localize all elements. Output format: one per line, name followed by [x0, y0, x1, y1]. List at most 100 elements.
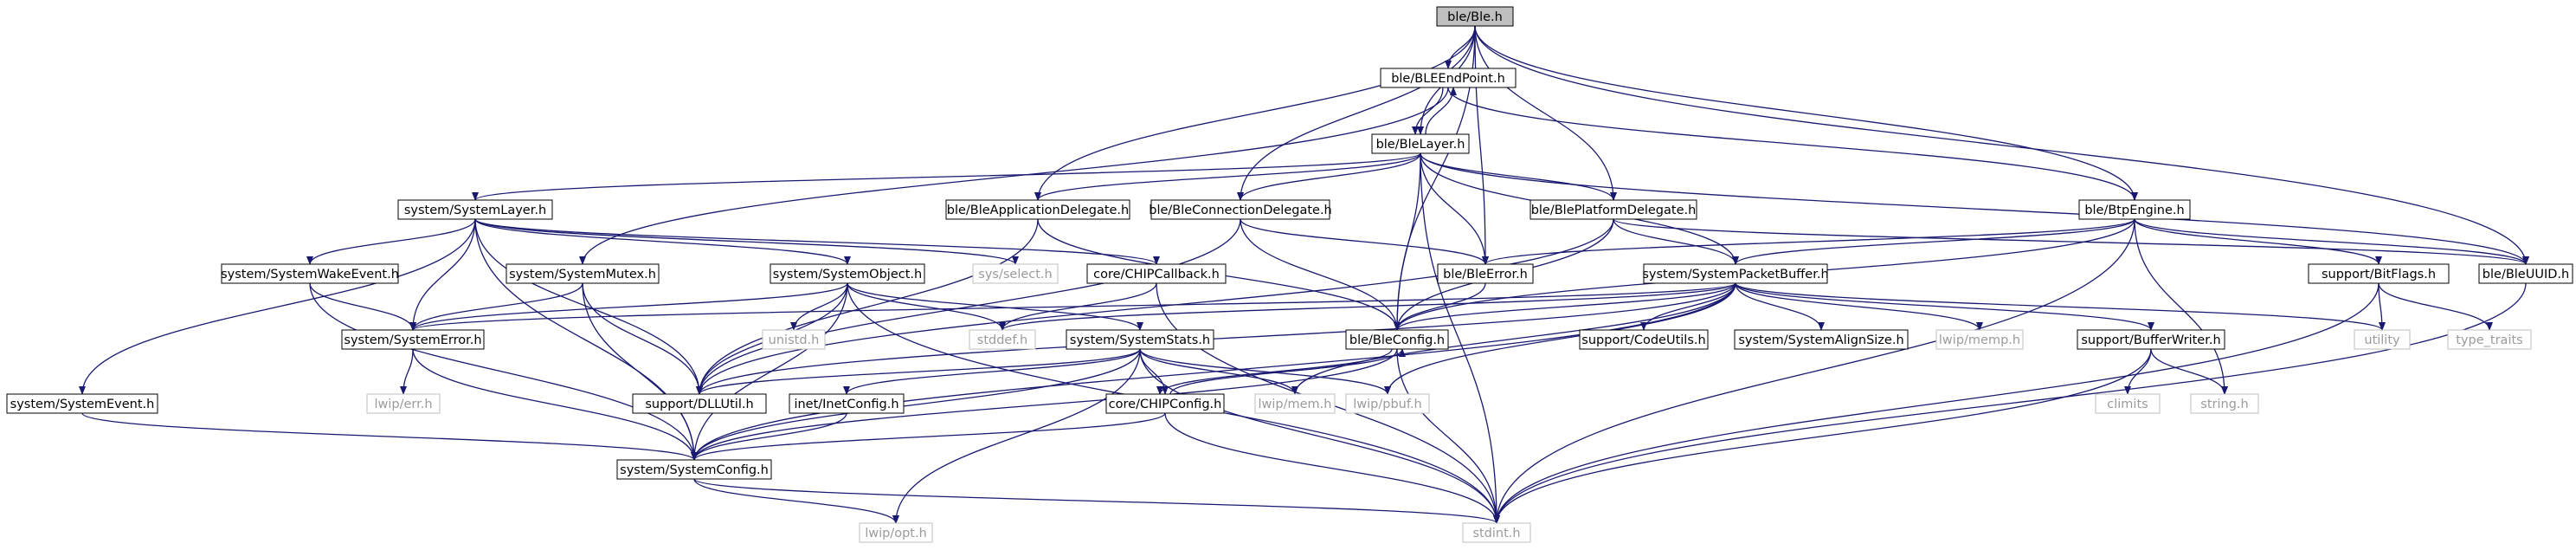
node-label: inet/InetConfig.h — [794, 398, 898, 411]
node-ble-h[interactable]: ble/Ble.h — [1436, 6, 1514, 27]
edge-ble_btp-to-sys_pbuf — [1732, 218, 2135, 265]
node-ble-platdel[interactable]: ble/BlePlatformDelegate.h — [1530, 199, 1697, 220]
node-dlutil[interactable]: support/DLLUtil.h — [632, 393, 767, 414]
edge-sys_pbuf-to-ble_config — [1394, 282, 1736, 331]
node-chipconfig[interactable]: core/CHIPConfig.h — [1105, 393, 1225, 414]
edge-ble_appdel-to-dlutil — [696, 218, 1039, 395]
node-label: climits — [2107, 398, 2148, 411]
edge-ble_layer-to-ble_conndel — [1237, 152, 1421, 201]
node-sys-config[interactable]: system/SystemConfig.h — [616, 459, 772, 480]
edge-sys_config-to-stdint — [693, 478, 1500, 524]
edge-sys_layer-to-dlutil — [474, 218, 703, 395]
edge-sys_object-to-sys_error — [409, 282, 848, 331]
node-box — [945, 199, 1130, 220]
node-sys-error[interactable]: system/SystemError.h — [341, 329, 485, 350]
node-ble-config[interactable]: ble/BleConfig.h — [1345, 329, 1449, 350]
edge-ble_config-to-sys_config — [691, 348, 1398, 461]
node-sys-mutex[interactable]: system/SystemMutex.h — [506, 263, 660, 284]
node-sys-pbuf[interactable]: system/SystemPacketBuffer.h — [1642, 263, 1829, 284]
edge-sys_config-to-lwip_opt — [693, 478, 899, 524]
node-box — [1086, 263, 1227, 284]
node-label: lwip/memp.h — [1939, 333, 2020, 347]
edge-sys_stats-to-lwip_mem — [1139, 348, 1298, 395]
node-label: system/SystemLayer.h — [404, 204, 546, 217]
edge-sys_mutex-to-sys_config — [582, 282, 698, 461]
node-sys-object[interactable]: system/SystemObject.h — [770, 263, 925, 284]
node-box — [2078, 199, 2191, 220]
edge-ble_h-to-ble_uuid — [1474, 25, 2529, 265]
node-label: ble/Ble.h — [1447, 10, 1503, 24]
node-inetconfig[interactable]: inet/InetConfig.h — [789, 393, 905, 414]
edge-sys_stats-to-dlutil — [696, 348, 1141, 395]
edge-ble_h-to-ble_error — [1474, 25, 1489, 265]
edge-sys_pbuf-to-dlutil — [696, 282, 1736, 395]
edge-ble_conndel-to-ble_error — [1240, 218, 1489, 265]
node-label: string.h — [2200, 398, 2248, 411]
edge-sys_object-to-stddef — [847, 282, 1006, 331]
node-sys-wake[interactable]: system/SystemWakeEvent.h — [221, 263, 399, 284]
edge-ble_config-to-chipconfig — [1156, 348, 1393, 395]
edge-ble_endpoint-to-ble_btp — [1447, 87, 2138, 201]
node-lwip-mem: lwip/mem.h — [1254, 393, 1336, 414]
node-bufwriter[interactable]: support/BufferWriter.h — [2077, 329, 2225, 350]
node-box — [6, 393, 158, 414]
node-box — [1462, 522, 1531, 543]
node-box — [2077, 329, 2225, 350]
edge-ble_layer-to-ble_appdel — [1034, 152, 1421, 201]
edge-ble_layer-to-ble_platdel — [1420, 152, 1617, 201]
node-core-cb[interactable]: core/CHIPCallback.h — [1086, 263, 1227, 284]
edge-sys_pbuf-to-utility — [1735, 282, 2386, 331]
edge-sys_pbuf-to-lwip_memp — [1735, 282, 1983, 331]
edges-layer — [79, 25, 2529, 524]
node-ble-btp[interactable]: ble/BtpEngine.h — [2078, 199, 2191, 220]
node-ble-layer[interactable]: ble/BleLayer.h — [1371, 133, 1470, 154]
node-sys-layer[interactable]: system/SystemLayer.h — [397, 199, 553, 220]
node-utility: utility — [2354, 329, 2411, 350]
node-box — [221, 263, 399, 284]
edge-bitflags-to-utility — [2378, 282, 2386, 331]
node-ble-conndel[interactable]: ble/BleConnectionDelegate.h — [1149, 199, 1332, 220]
node-box — [366, 393, 441, 414]
node-label: ble/BleError.h — [1443, 268, 1528, 281]
edge-sys_pbuf-to-bufwriter — [1735, 282, 2154, 331]
edge-sys_stats-to-inetconfig — [843, 348, 1141, 395]
node-box — [972, 263, 1059, 284]
node-box — [341, 329, 485, 350]
edge-ble_config-to-stdint — [1396, 348, 1500, 524]
edge-ble_btp-to-stdint — [1493, 218, 2135, 524]
node-box — [1643, 263, 1828, 284]
node-sys-event[interactable]: system/SystemEvent.h — [6, 393, 158, 414]
node-label: system/SystemEvent.h — [10, 398, 155, 411]
node-label: system/SystemAlignSize.h — [1738, 333, 1903, 347]
node-label: ble/BlePlatformDelegate.h — [1531, 204, 1697, 217]
edge-sys_pbuf-to-stddef — [999, 282, 1736, 331]
node-sys-stats[interactable]: system/SystemStats.h — [1066, 329, 1214, 350]
node-box — [2308, 263, 2450, 284]
node-box — [1345, 393, 1430, 414]
edge-ble_conndel-to-dlutil — [696, 218, 1241, 395]
node-label: core/CHIPConfig.h — [1109, 398, 1222, 411]
node-ble-error[interactable]: ble/BleError.h — [1437, 263, 1534, 284]
edge-ble_h-to-ble_endpoint — [1445, 25, 1476, 69]
node-label: lwip/mem.h — [1259, 398, 1332, 411]
node-box — [506, 263, 660, 284]
node-label: ble/BtpEngine.h — [2084, 204, 2184, 217]
node-label: system/SystemMutex.h — [509, 268, 656, 281]
node-unistd: unistd.h — [762, 329, 826, 350]
node-ble-endpoint[interactable]: ble/BLEEndPoint.h — [1380, 68, 1517, 88]
node-string-h: string.h — [2190, 393, 2259, 414]
edge-ble_h-to-ble_platdel — [1474, 25, 1617, 201]
node-ble-uuid[interactable]: ble/BleUUID.h — [2478, 263, 2573, 284]
node-ble-appdel[interactable]: ble/BleApplicationDelegate.h — [945, 199, 1130, 220]
node-alignsize[interactable]: system/SystemAlignSize.h — [1734, 329, 1909, 350]
node-codeutils[interactable]: support/CodeUtils.h — [1579, 329, 1709, 350]
edge-ble_btp-to-string_h — [2134, 218, 2228, 395]
node-bitflags[interactable]: support/BitFlags.h — [2308, 263, 2450, 284]
nodes-layer: ble/Ble.h ble/BLEEndPoint.h ble/BleLayer.h… — [6, 6, 2573, 543]
edge-sys_error-to-lwip_err — [400, 348, 414, 395]
node-box — [1345, 329, 1449, 350]
node-box — [1066, 329, 1214, 350]
node-label: ble/BleConfig.h — [1349, 333, 1445, 347]
edge-sys_event-to-sys_config — [81, 412, 698, 461]
